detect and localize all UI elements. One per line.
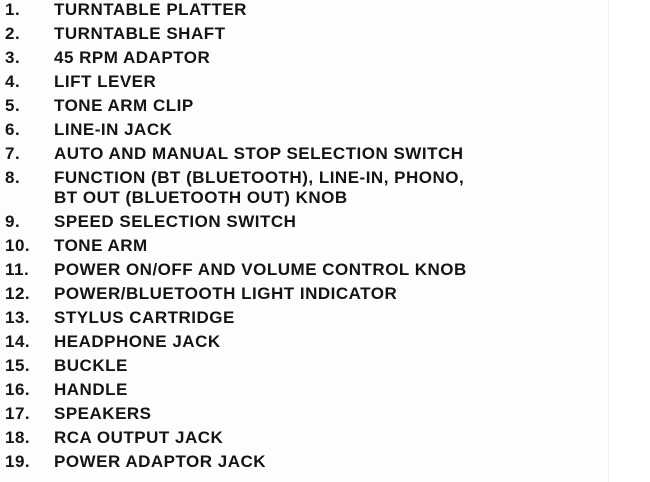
item-label: LINE-IN JACK	[54, 120, 173, 139]
item-label: HEADPHONE JACK	[54, 332, 221, 351]
item-number: 1.	[5, 0, 21, 19]
list-item: 5. TONE ARM CLIP	[0, 96, 600, 116]
list-item: 7. AUTO AND MANUAL STOP SELECTION SWITCH	[0, 144, 600, 164]
list-item: 15. BUCKLE	[0, 356, 600, 376]
item-label-line-2: BT OUT (BLUETOOTH OUT) KNOB	[54, 188, 348, 207]
item-label: HANDLE	[54, 380, 128, 399]
item-number: 10.	[5, 236, 31, 255]
item-label: TONE ARM	[54, 236, 148, 255]
item-number: 19.	[5, 452, 31, 471]
item-number: 12.	[5, 284, 31, 303]
item-number: 18.	[5, 428, 31, 447]
item-label: TURNTABLE PLATTER	[54, 0, 247, 19]
list-item: 19. POWER ADAPTOR JACK	[0, 452, 600, 472]
item-label: LIFT LEVER	[54, 72, 157, 91]
item-number: 11.	[5, 260, 30, 279]
item-label: SPEAKERS	[54, 404, 152, 423]
list-item: 13. STYLUS CARTRIDGE	[0, 308, 600, 328]
list-item: 1. TURNTABLE PLATTER	[0, 0, 600, 20]
list-item: 8. FUNCTION (BT (BLUETOOTH), LINE-IN, PH…	[0, 168, 600, 208]
item-label: RCA OUTPUT JACK	[54, 428, 224, 447]
list-item: 9. SPEED SELECTION SWITCH	[0, 212, 600, 232]
list-item: 16. HANDLE	[0, 380, 600, 400]
item-label: POWER ADAPTOR JACK	[54, 452, 267, 471]
list-item: 6. LINE-IN JACK	[0, 120, 600, 140]
list-item: 18. RCA OUTPUT JACK	[0, 428, 600, 448]
item-label: POWER ON/OFF AND VOLUME CONTROL KNOB	[54, 260, 467, 279]
item-number: 8.	[5, 168, 21, 187]
list-item: 17. SPEAKERS	[0, 404, 600, 424]
item-label: FUNCTION (BT (BLUETOOTH), LINE-IN, PHONO…	[54, 168, 574, 208]
parts-list: 1. TURNTABLE PLATTER 2. TURNTABLE SHAFT …	[0, 0, 600, 472]
item-label: STYLUS CARTRIDGE	[54, 308, 235, 327]
list-item: 11. POWER ON/OFF AND VOLUME CONTROL KNOB	[0, 260, 600, 280]
list-item: 10. TONE ARM	[0, 236, 600, 256]
item-number: 4.	[5, 72, 21, 91]
item-number: 13.	[5, 308, 31, 327]
document-page: 1. TURNTABLE PLATTER 2. TURNTABLE SHAFT …	[0, 0, 609, 482]
item-label: SPEED SELECTION SWITCH	[54, 212, 297, 231]
item-number: 15.	[5, 356, 31, 375]
list-item: 12. POWER/BLUETOOTH LIGHT INDICATOR	[0, 284, 600, 304]
item-label: POWER/BLUETOOTH LIGHT INDICATOR	[54, 284, 398, 303]
item-label: TURNTABLE SHAFT	[54, 24, 226, 43]
item-label: TONE ARM CLIP	[54, 96, 194, 115]
item-label: AUTO AND MANUAL STOP SELECTION SWITCH	[54, 144, 464, 163]
item-number: 16.	[5, 380, 31, 399]
item-label: BUCKLE	[54, 356, 128, 375]
list-item: 3. 45 RPM ADAPTOR	[0, 48, 600, 68]
list-item: 2. TURNTABLE SHAFT	[0, 24, 600, 44]
item-label: 45 RPM ADAPTOR	[54, 48, 211, 67]
item-number: 3.	[5, 48, 21, 67]
item-number: 2.	[5, 24, 21, 43]
item-number: 7.	[5, 144, 21, 163]
item-number: 17.	[5, 404, 31, 423]
item-number: 6.	[5, 120, 21, 139]
item-number: 9.	[5, 212, 21, 231]
list-item: 14. HEADPHONE JACK	[0, 332, 600, 352]
item-label-line-1: FUNCTION (BT (BLUETOOTH), LINE-IN, PHONO…	[54, 168, 465, 187]
item-number: 5.	[5, 96, 21, 115]
list-item: 4. LIFT LEVER	[0, 72, 600, 92]
item-number: 14.	[5, 332, 31, 351]
